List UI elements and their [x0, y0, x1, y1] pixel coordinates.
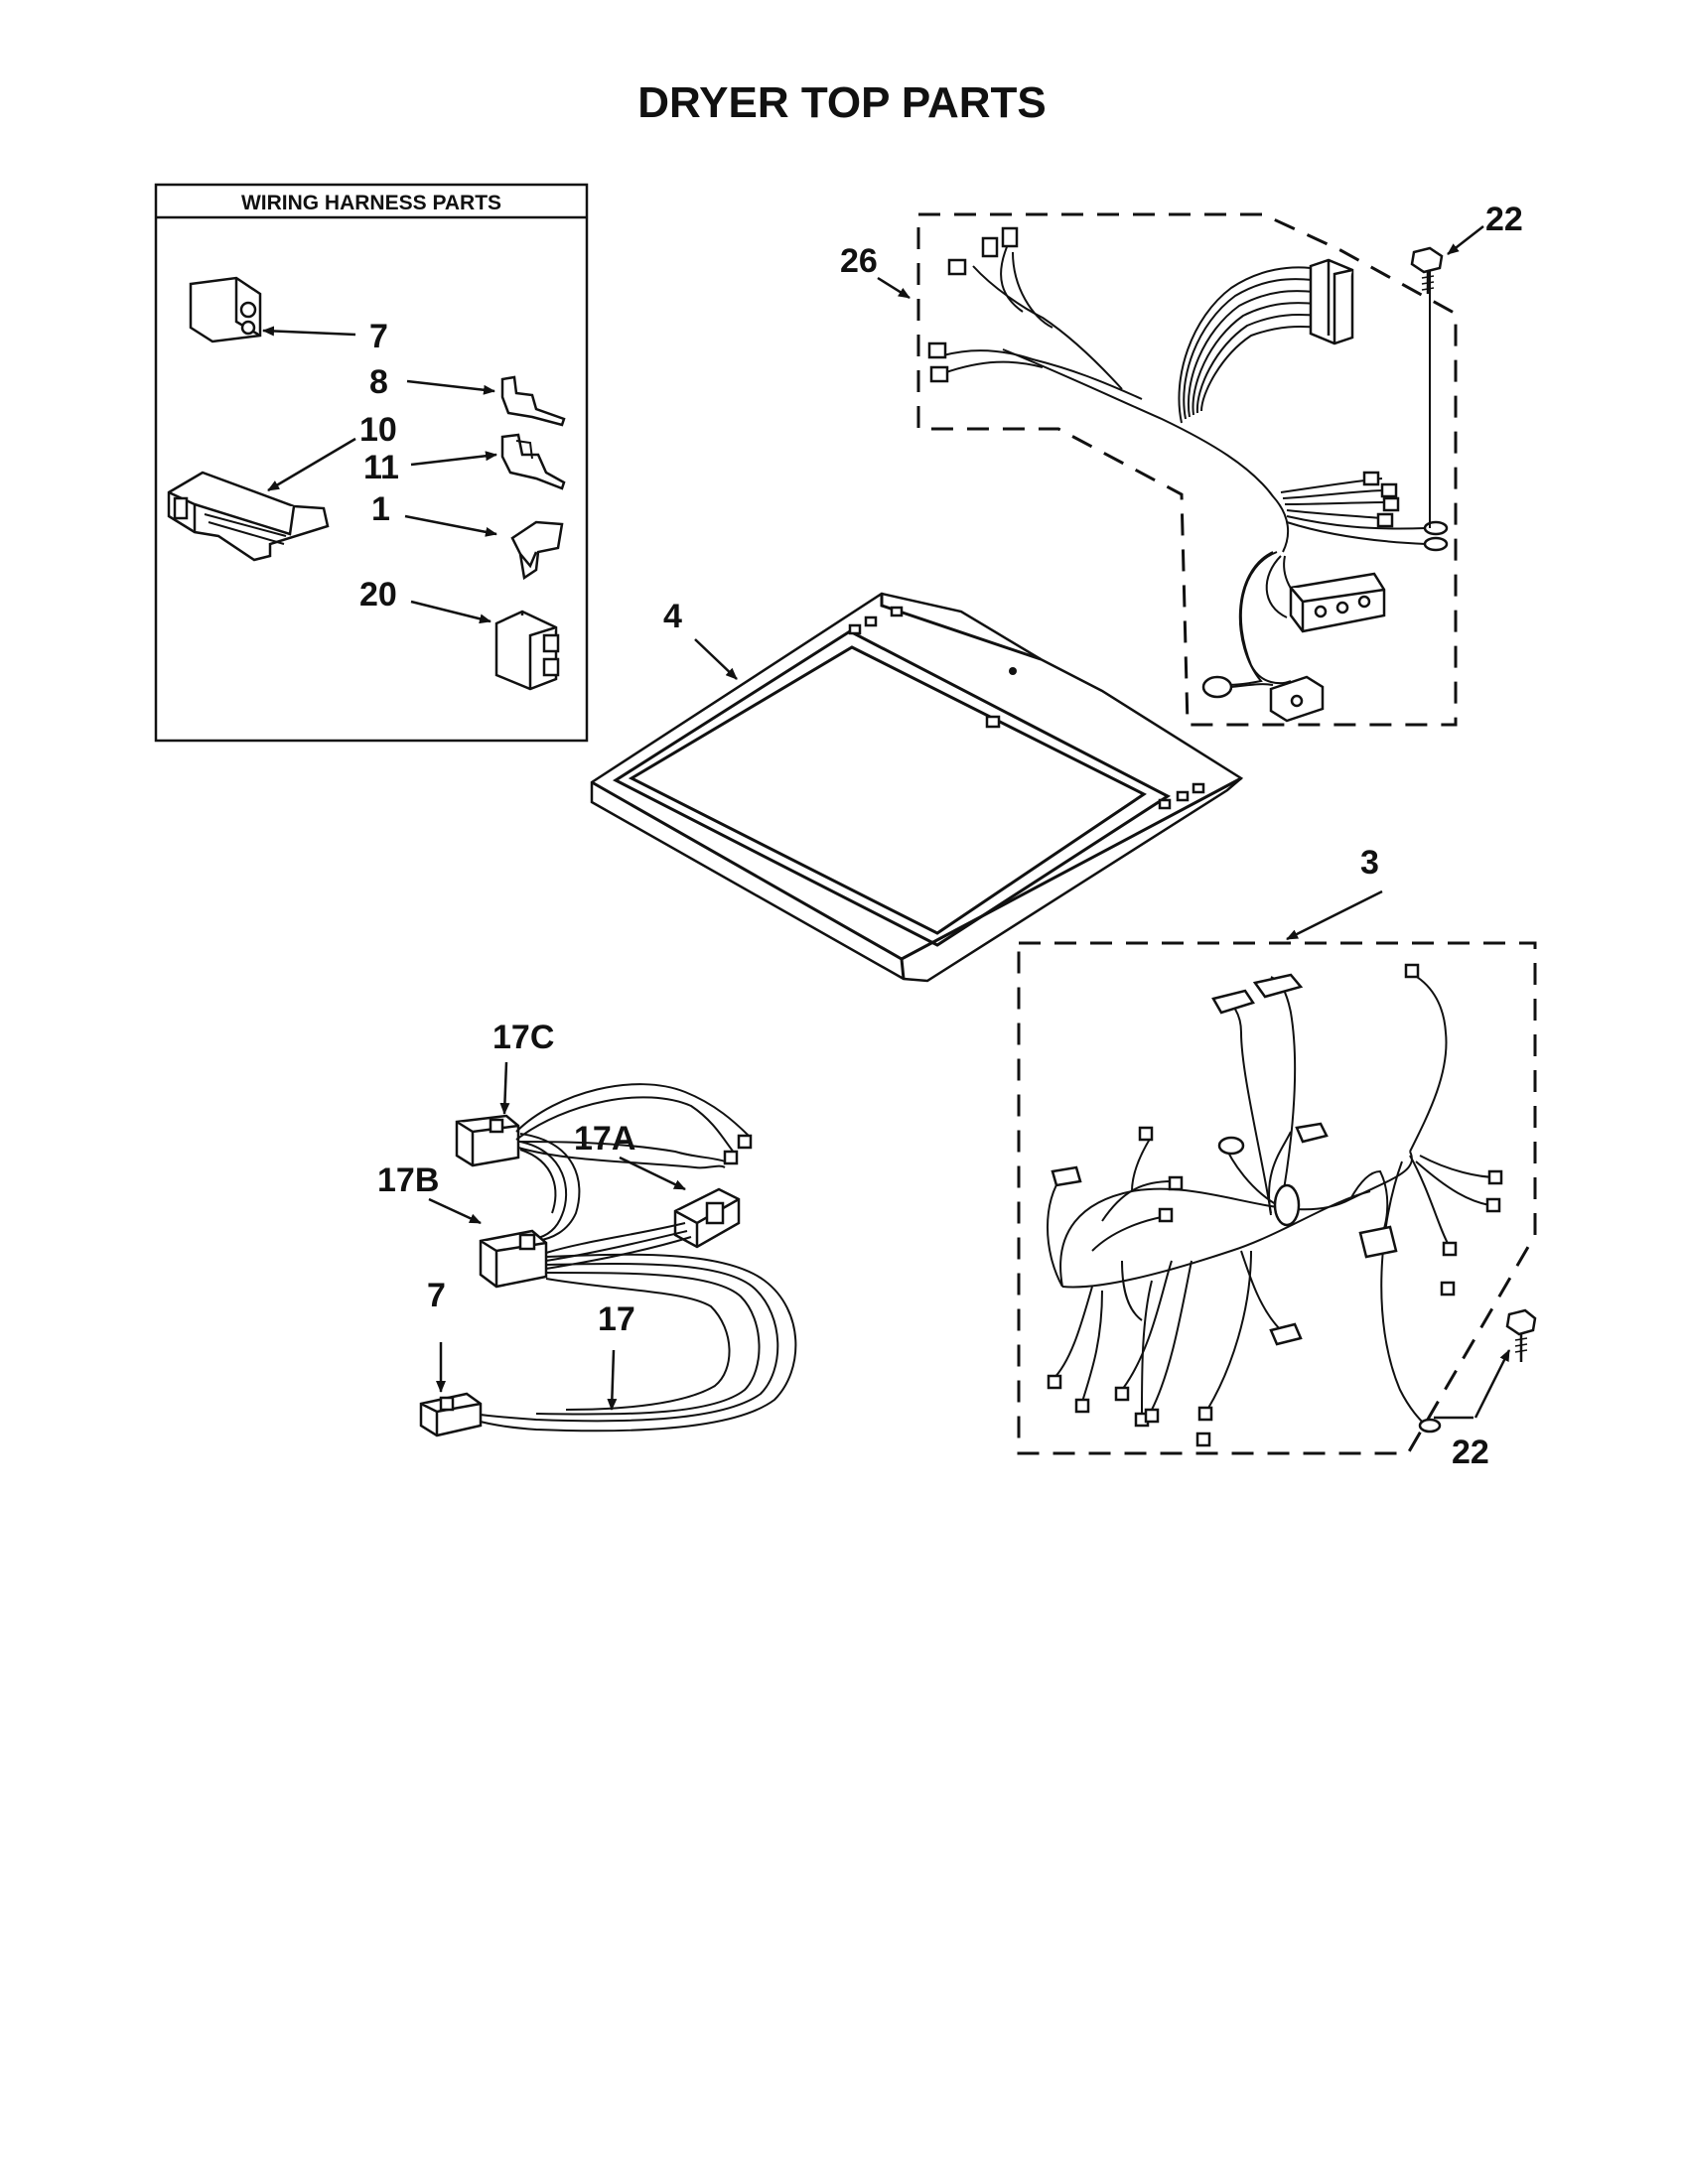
callout-22-top: 22	[1485, 201, 1523, 238]
callout-4: 4	[663, 598, 682, 635]
screw-22-top-icon	[1410, 246, 1444, 294]
callout-10: 10	[359, 411, 397, 449]
callout-17: 17	[598, 1300, 635, 1338]
callout-1: 1	[371, 490, 390, 528]
callout-11: 11	[363, 449, 399, 486]
clip-1-icon	[510, 520, 564, 581]
callout-26: 26	[840, 242, 878, 280]
connector-block-10-icon	[167, 471, 330, 562]
callout-20: 20	[359, 576, 397, 614]
connector-7-icon	[189, 276, 262, 343]
callout-17c: 17C	[492, 1019, 554, 1056]
wire-harness-17-group	[419, 1083, 797, 1437]
callout-7: 7	[427, 1277, 446, 1314]
terminal-8-icon	[500, 375, 566, 427]
screw-22-bottom-icon	[1505, 1308, 1537, 1362]
terminal-11-icon	[500, 433, 566, 490]
wire-harness-3-group	[1017, 941, 1537, 1455]
callout-17b: 17B	[377, 1161, 439, 1199]
dryer-top-panel-4	[590, 592, 1244, 983]
connector-20-icon	[494, 610, 560, 691]
wire-harness-26-group	[916, 212, 1458, 727]
harness-box-header: WIRING HARNESS PARTS	[241, 192, 501, 214]
callout-8: 8	[369, 363, 388, 401]
callout-7-harness: 7	[369, 318, 388, 355]
callout-22-bottom: 22	[1452, 1433, 1489, 1471]
callout-17a: 17A	[574, 1120, 635, 1158]
wiring-harness-parts-box: WIRING HARNESS PARTS 7 8 10	[154, 183, 589, 743]
callout-3: 3	[1360, 844, 1379, 882]
page-title: DRYER TOP PARTS	[637, 78, 1047, 127]
